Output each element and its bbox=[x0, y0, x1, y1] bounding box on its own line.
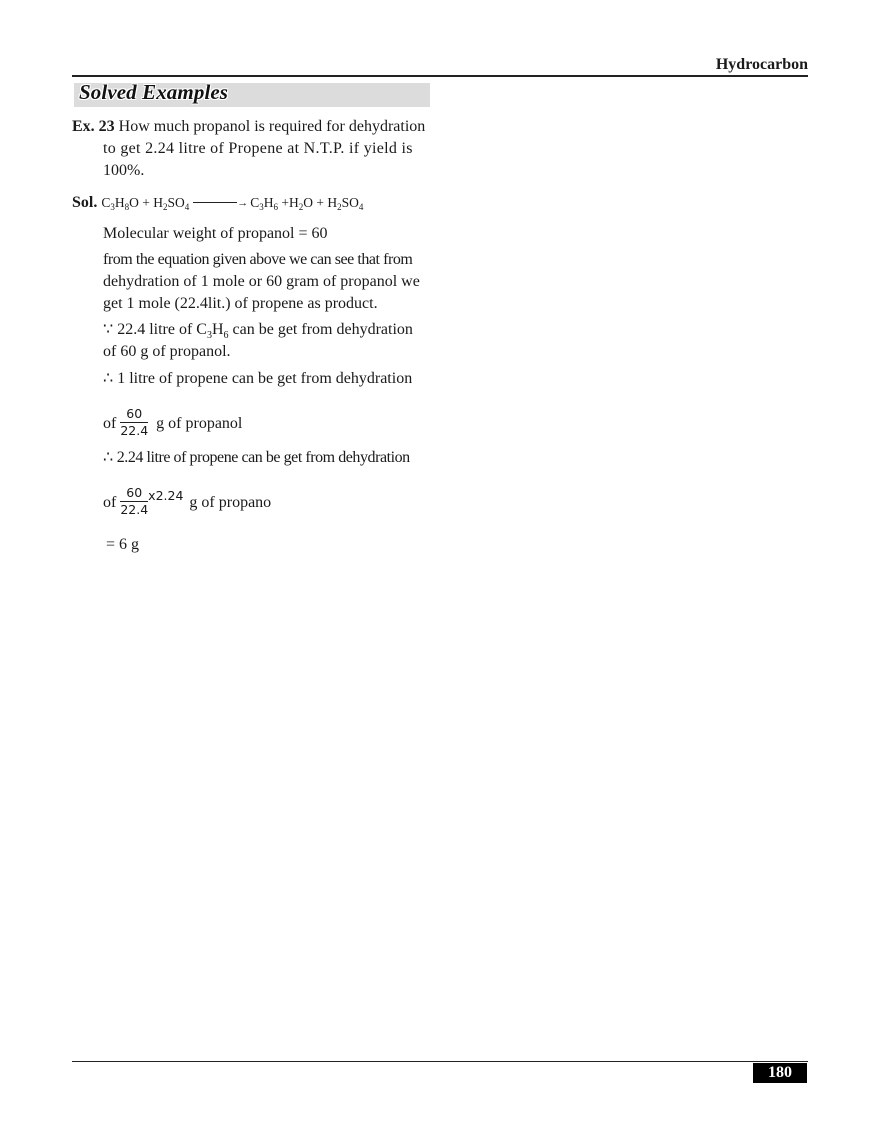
section-title-background bbox=[74, 83, 430, 107]
because-symbol-icon: ∵ bbox=[103, 321, 114, 338]
therefore-symbol-icon: ∴ bbox=[103, 370, 114, 387]
question-text: How much propanol is required for dehydr… bbox=[118, 118, 426, 135]
example-question-line-3: 100%. bbox=[103, 162, 145, 179]
page-number: 180 bbox=[753, 1063, 807, 1083]
example-label: Ex. 23 bbox=[72, 118, 115, 135]
solution-label: Sol. bbox=[72, 194, 98, 211]
explanation-line-3: get 1 mole (22.4lit.) of propene as prod… bbox=[103, 295, 378, 312]
therefore-symbol-icon: ∴ bbox=[103, 449, 113, 466]
chapter-title: Hydrocarbon bbox=[715, 56, 808, 73]
therefore-line-1: ∴1 litre of propene can be get from dehy… bbox=[103, 370, 413, 387]
because-line-2: of 60 g of propanol. bbox=[103, 343, 231, 360]
chemical-equation: C3H8O + H2SO4→C3H6 +H2O + H2SO4 bbox=[101, 195, 364, 212]
explanation-line-2: dehydration of 1 mole or 60 gram of prop… bbox=[103, 273, 420, 290]
molecular-weight-line: Molecular weight of propanol = 60 bbox=[103, 225, 328, 242]
header-divider bbox=[72, 75, 808, 77]
explanation-line-1: from the equation given above we can see… bbox=[103, 251, 413, 268]
section-title: Solved Examples bbox=[79, 80, 229, 104]
chemical-equation-line: Sol. C3H8O + H2SO4→C3H6 +H2O + H2SO4 bbox=[72, 193, 363, 217]
example-question-line-1: Ex. 23 How much propanol is required for… bbox=[72, 117, 425, 137]
reaction-arrow bbox=[193, 202, 238, 203]
footer-divider bbox=[72, 1061, 808, 1062]
therefore-line-2: ∴2.24 litre of propene can be get from d… bbox=[103, 449, 410, 466]
because-line: ∵22.4 litre of C3H6 can be get from dehy… bbox=[103, 321, 413, 341]
result-line: = 6 g bbox=[106, 536, 140, 553]
arrow-head-icon: → bbox=[237, 197, 249, 209]
example-question-line-2: to get 2.24 litre of Propene at N.T.P. i… bbox=[103, 140, 413, 157]
